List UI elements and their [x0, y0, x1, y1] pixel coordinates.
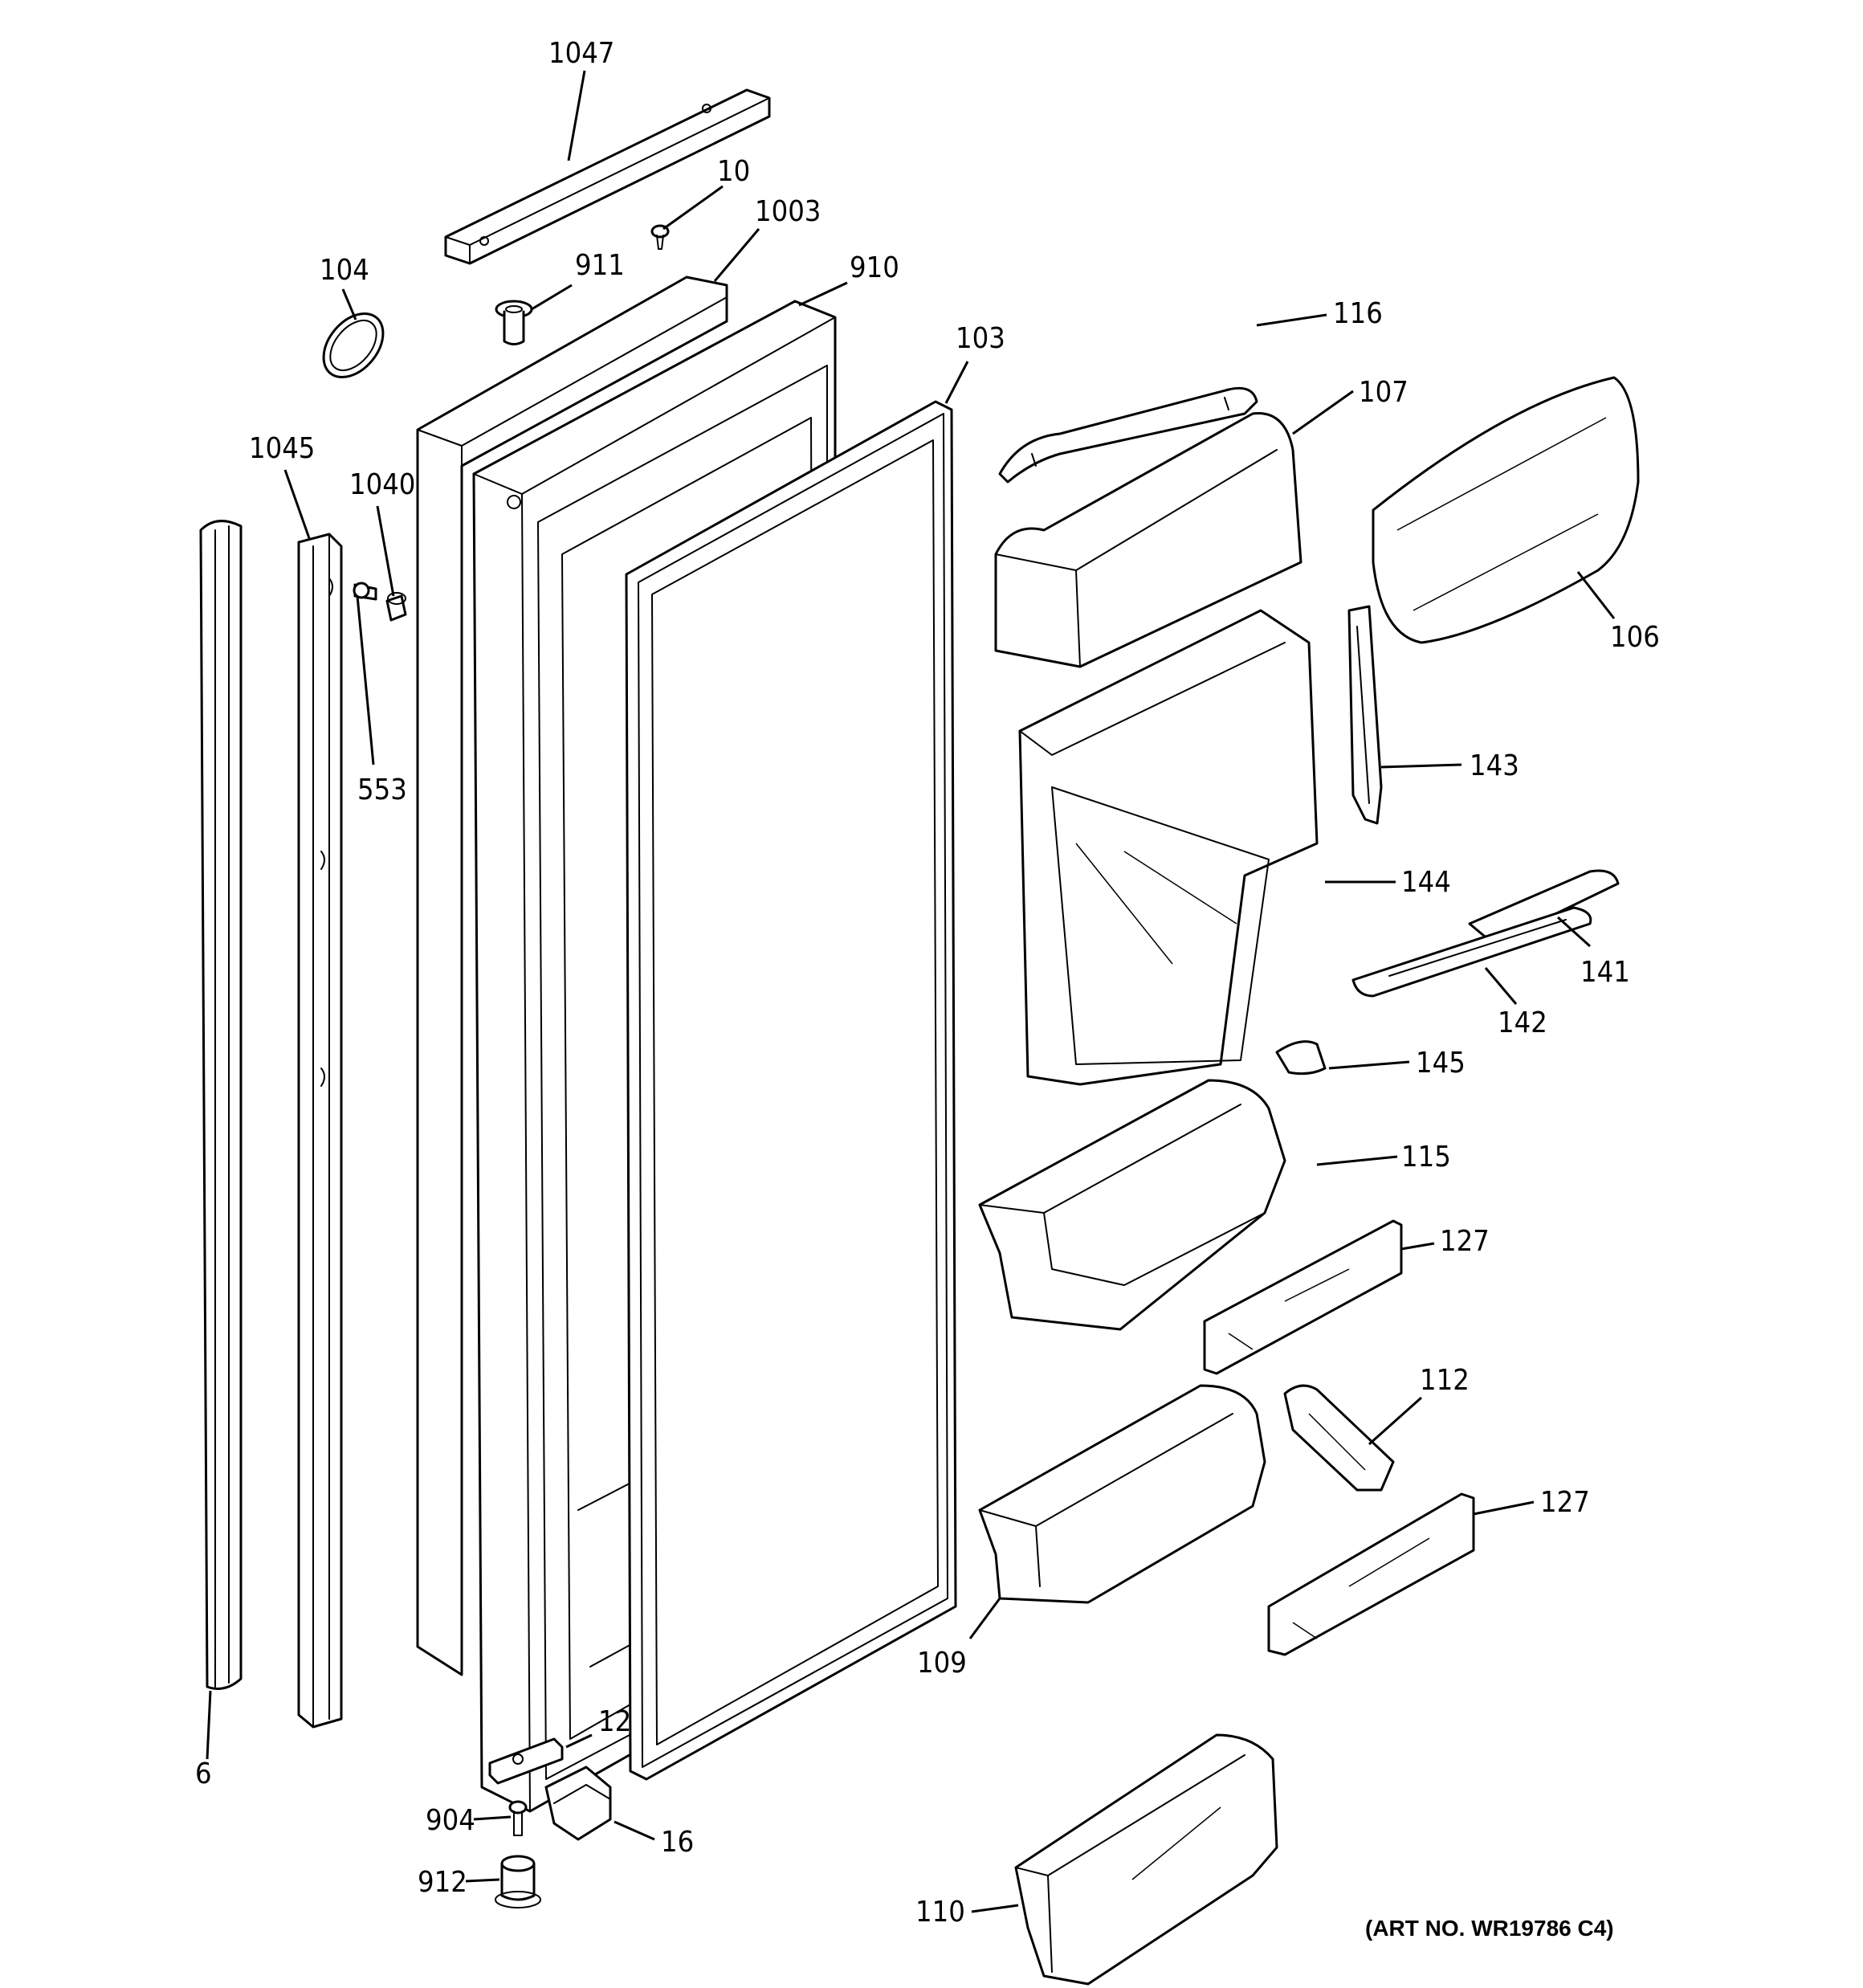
bin-front-part-127-lower: [1267, 1492, 1475, 1656]
leader-104: [341, 288, 357, 320]
leader-112: [1368, 1396, 1422, 1446]
callout-106: 106: [1610, 621, 1660, 654]
leader-1047: [567, 70, 586, 161]
callout-109: 109: [917, 1647, 967, 1680]
tray-part-141: [1468, 869, 1620, 945]
callout-104: 104: [320, 254, 369, 287]
leader-127b: [1473, 1500, 1535, 1516]
leader-553: [356, 595, 375, 765]
callout-911: 911: [575, 249, 625, 282]
callout-127-lower: 127: [1540, 1486, 1590, 1519]
callout-904: 904: [426, 1804, 475, 1837]
callout-107: 107: [1359, 376, 1408, 409]
divider-part-112: [1283, 1384, 1395, 1492]
tray-part-142: [1351, 906, 1592, 998]
leader-103: [944, 361, 969, 404]
leader-106: [1576, 571, 1616, 619]
gasket-part-103: [625, 400, 957, 1781]
callout-116: 116: [1333, 297, 1383, 330]
callout-1045: 1045: [249, 432, 315, 465]
callout-142: 142: [1498, 1006, 1547, 1039]
trim-strip-part-6: [199, 520, 243, 1690]
callout-10: 10: [717, 155, 750, 188]
callout-1040: 1040: [349, 468, 415, 501]
leader-143: [1380, 763, 1462, 769]
callout-103: 103: [956, 322, 1005, 355]
leader-16: [614, 1820, 655, 1841]
callout-912: 912: [418, 1866, 467, 1899]
leader-115: [1316, 1155, 1398, 1166]
leader-1045: [283, 469, 311, 539]
leader-1003: [713, 228, 760, 282]
callout-127-upper: 127: [1440, 1225, 1490, 1258]
art-number: (ART NO. WR19786 C4): [1365, 1916, 1614, 1941]
leader-141: [1556, 916, 1592, 948]
leader-142: [1484, 967, 1518, 1005]
leader-904: [473, 1815, 512, 1821]
callout-1003: 1003: [755, 195, 821, 228]
callout-145: 145: [1416, 1047, 1466, 1080]
leader-910: [798, 281, 848, 307]
cover-part-106: [1372, 376, 1640, 644]
callout-115: 115: [1401, 1141, 1451, 1174]
door-bin-part-109: [978, 1384, 1266, 1604]
door-bin-part-110: [1014, 1733, 1278, 1986]
hinge-strip-part-1045: [297, 533, 343, 1729]
callout-141: 141: [1580, 956, 1630, 989]
callout-12: 12: [598, 1705, 631, 1738]
leader-12: [565, 1733, 593, 1749]
ring-part-104: [322, 312, 385, 378]
callout-910: 910: [850, 251, 899, 284]
leader-911: [531, 284, 573, 311]
leader-1040: [376, 505, 395, 597]
knob-part-145: [1275, 1040, 1327, 1076]
leader-912: [465, 1878, 500, 1883]
bushing-part-912: [495, 1855, 541, 1908]
callout-143: 143: [1470, 749, 1519, 782]
top-cap-part-1047: [444, 88, 771, 265]
callout-553: 553: [357, 774, 407, 806]
bin-front-part-127-upper: [1203, 1219, 1403, 1375]
callout-16: 16: [661, 1826, 694, 1859]
hardware-part-553: [353, 582, 377, 601]
shelf-rail-part-116: [998, 386, 1258, 484]
hardware-part-1040: [385, 592, 407, 622]
hinge-block-part-16: [544, 1766, 612, 1841]
leader-116: [1256, 313, 1327, 327]
callout-144: 144: [1401, 866, 1451, 899]
callout-110: 110: [915, 1896, 965, 1929]
leader-107: [1292, 390, 1354, 435]
bracket-part-143: [1347, 605, 1383, 825]
callout-112: 112: [1420, 1364, 1470, 1397]
callout-1047: 1047: [548, 37, 614, 70]
leader-109: [968, 1598, 1001, 1639]
leader-110: [971, 1904, 1019, 1913]
leader-145: [1328, 1060, 1410, 1070]
leader-6: [206, 1690, 212, 1760]
door-bin-part-115: [978, 1079, 1286, 1331]
callout-6: 6: [195, 1757, 212, 1790]
bushing-part-911: [495, 300, 533, 345]
dispenser-housing-part-144: [1018, 609, 1319, 1086]
clip-part-12: [488, 1737, 564, 1785]
leader-10: [662, 185, 724, 231]
screw-part-10: [650, 224, 670, 250]
leader-127a: [1400, 1242, 1435, 1251]
door-bin-part-107: [994, 412, 1302, 668]
door-outer-panel-part-1003: [416, 276, 728, 1676]
screw-part-904: [508, 1800, 528, 1836]
